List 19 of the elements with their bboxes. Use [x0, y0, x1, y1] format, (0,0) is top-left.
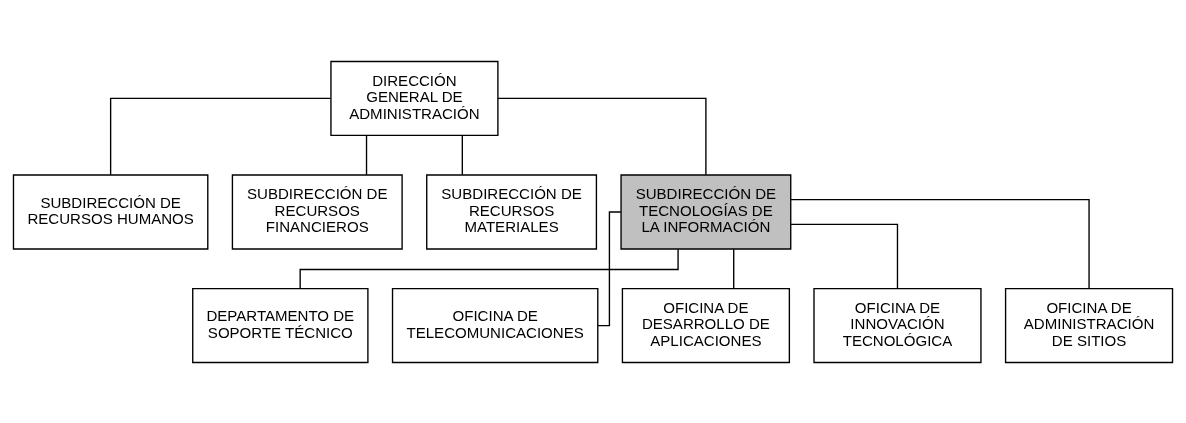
connector: [790, 198, 1090, 289]
connector: [365, 134, 368, 175]
node-box: SUBDIRECCIÓN DE RECURSOS HUMANOS: [12, 173, 209, 250]
node-box: DIRECCIÓN GENERAL DE ADMINISTRACIÓN: [330, 60, 499, 136]
node-box: OFICINA DE INNOVACIÓN TECNOLÓGICA: [813, 287, 982, 363]
connector: [790, 223, 899, 289]
node-box: OFICINA DE DESARROLLO DE APLICACIONES: [621, 287, 791, 363]
connector: [109, 97, 332, 175]
node-box: SUBDIRECCIÓN DE RECURSOS MATERIALES: [426, 173, 598, 250]
connector: [733, 248, 735, 289]
node-box: SUBDIRECCIÓN DE RECURSOS FINANCIEROS: [231, 173, 403, 250]
node-box: OFICINA DE TELECOMUNICACIONES: [391, 287, 599, 363]
connector: [497, 97, 707, 175]
connector: [461, 134, 463, 175]
node-box: SUBDIRECCIÓN DE TECNOLOGÍAS DE LA INFORMACIÓN: [620, 173, 792, 250]
node-box: OFICINA DE ADMINISTRACIÓN DE SITIOS: [1004, 287, 1174, 363]
connector: [597, 210, 622, 326]
connector: [299, 248, 679, 289]
node-box: DEPARTAMENTO DE SOPORTE TÉCNICO: [192, 287, 369, 363]
